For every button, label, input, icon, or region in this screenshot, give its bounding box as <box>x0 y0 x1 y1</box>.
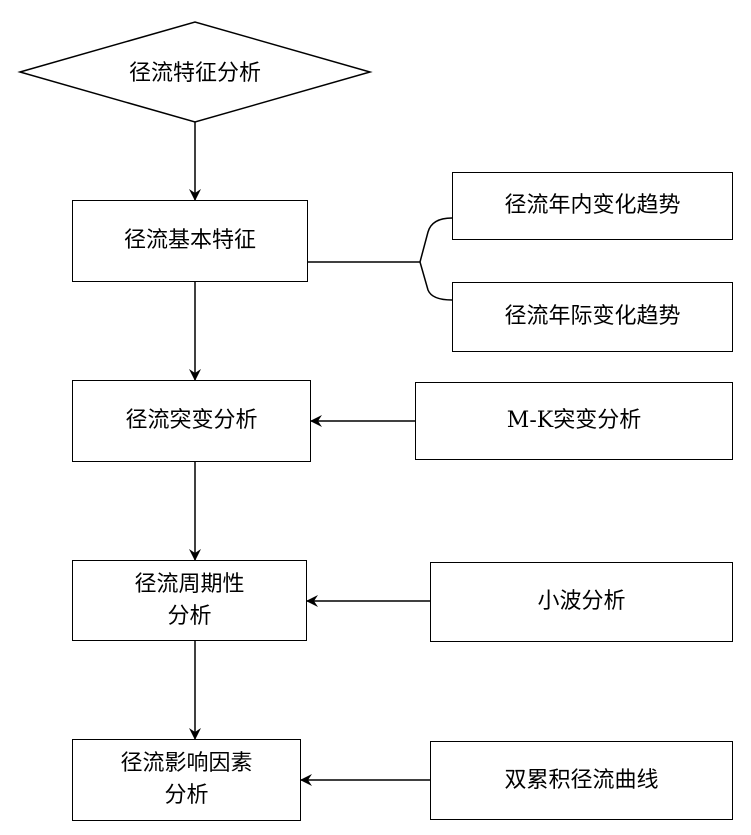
box-line: 小波分析 <box>537 589 626 614</box>
box-line: 径流年内变化趋势 <box>504 193 681 218</box>
box-line: 双累积径流曲线 <box>504 767 659 793</box>
box-double-mass-curve: 双累积径流曲线 <box>430 741 733 820</box>
box-inter-annual-trend: 径流年际变化趋势 <box>452 282 733 352</box>
box-line: 径流突变分析 <box>125 408 258 433</box>
box-line: 分析 <box>167 603 212 629</box>
box-line: 径流年际变化趋势 <box>504 304 681 329</box>
box-periodicity-analysis: 径流周期性 分析 <box>72 560 307 641</box>
box-mk-analysis: M-K突变分析 <box>415 382 733 460</box>
box-basic-features: 径流基本特征 <box>72 200 308 282</box>
box-intra-annual-trend: 径流年内变化趋势 <box>452 172 733 240</box>
box-line: 径流影响因素 <box>120 751 253 776</box>
start-diamond <box>17 21 373 123</box>
box-line: 径流基本特征 <box>123 228 256 253</box>
box-line: 分析 <box>164 783 209 808</box>
box-wavelet-analysis: 小波分析 <box>430 562 733 642</box>
start-label: 径流特征分析 <box>128 61 261 86</box>
box-mutation-analysis: 径流突变分析 <box>72 380 311 462</box>
bracket <box>419 217 453 301</box>
box-line: 径流周期性 <box>134 571 245 597</box>
box-line: M-K突变分析 <box>506 408 642 433</box>
box-influence-factors: 径流影响因素 分析 <box>72 739 301 821</box>
